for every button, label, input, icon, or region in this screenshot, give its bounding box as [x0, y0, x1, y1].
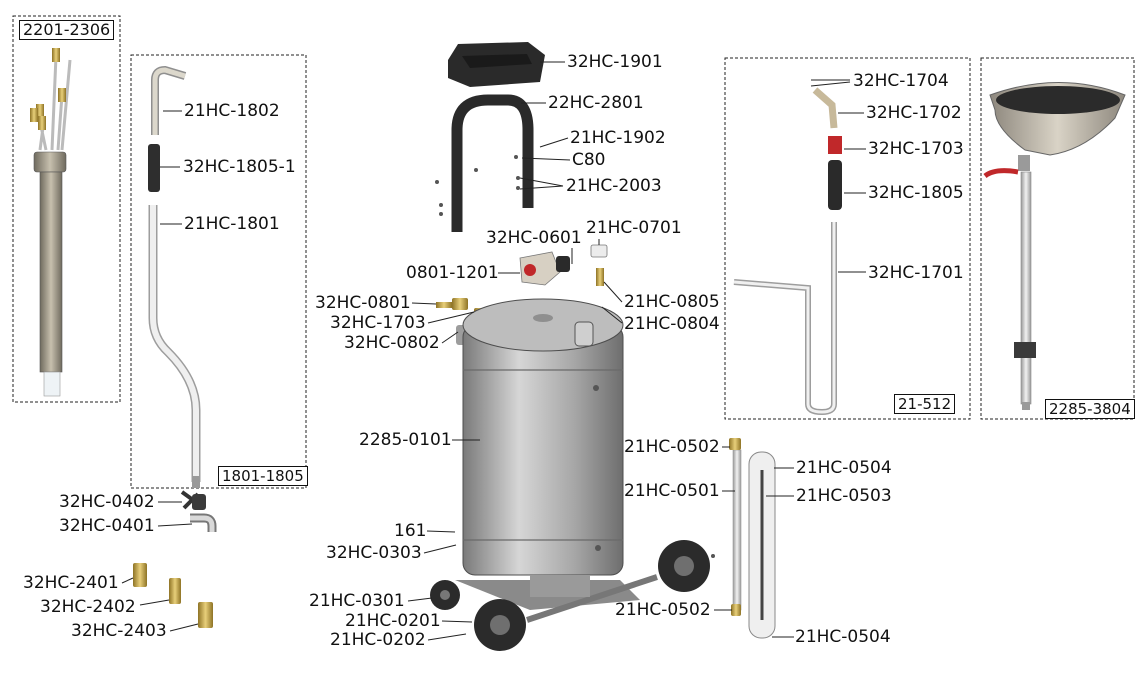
part-label-32hc-0402: 32HC-0402: [59, 492, 155, 512]
part-label-0801-1201: 0801-1201: [406, 263, 499, 283]
part-label-21hc-1902: 21HC-1902: [570, 128, 666, 148]
part-label-32hc-2403: 32HC-2403: [71, 621, 167, 641]
cart-drawing: [430, 540, 715, 651]
group-box-21-512: [724, 57, 971, 420]
part-label-161: 161: [394, 521, 427, 541]
part-label-2285-0101: 2285-0101: [359, 430, 452, 450]
part-label-21hc-0501: 21HC-0501: [624, 481, 720, 501]
part-label-21hc-0502-bottom: 21HC-0502: [615, 600, 711, 620]
part-label-32hc-0601: 32HC-0601: [486, 228, 582, 248]
part-label-21hc-0504-bottom: 21HC-0504: [795, 627, 891, 647]
part-label-c80: C80: [572, 150, 606, 170]
probe-assembly-drawing: [30, 48, 72, 397]
part-label-32hc-2401: 32HC-2401: [23, 573, 119, 593]
group-box-2201-2306: [12, 15, 121, 403]
group-box-2285-3804: [980, 57, 1135, 420]
tank-drawing: [462, 298, 624, 576]
part-label-32hc-1703-tank: 32HC-1703: [330, 313, 426, 333]
part-label-21hc-0503: 21HC-0503: [796, 486, 892, 506]
sight-glass-drawing: [729, 438, 776, 639]
group-label-2201-2306: 2201-2306: [19, 20, 115, 40]
part-label-32hc-0401: 32HC-0401: [59, 516, 155, 536]
group-label-21-512: 21-512: [894, 394, 956, 414]
part-label-32hc-1702: 32HC-1702: [866, 103, 962, 123]
leader-lines: [121, 61, 866, 641]
part-label-32hc-1805: 32HC-1805: [868, 183, 964, 203]
part-label-21hc-1801: 21HC-1801: [184, 214, 280, 234]
group-label-1801-1805: 1801-1805: [218, 466, 308, 486]
part-label-21hc-0805: 21HC-0805: [624, 292, 720, 312]
part-label-32hc-1701: 32HC-1701: [868, 263, 964, 283]
part-label-32hc-1703: 32HC-1703: [868, 139, 964, 159]
part-label-22hc-2801: 22HC-2801: [548, 93, 644, 113]
part-label-32hc-0802: 32HC-0802: [344, 333, 440, 353]
part-label-32hc-1901: 32HC-1901: [567, 52, 663, 72]
part-label-21hc-0202: 21HC-0202: [330, 630, 426, 650]
part-label-21hc-0504-top: 21HC-0504: [796, 458, 892, 478]
part-label-32hc-1805-1: 32HC-1805-1: [183, 157, 296, 177]
part-label-21hc-0804: 21HC-0804: [624, 314, 720, 334]
group-box-1801-1805: [130, 54, 307, 489]
part-label-21hc-0301: 21HC-0301: [309, 591, 405, 611]
tube-21-512-drawing: [733, 87, 842, 416]
part-label-21hc-2003: 21HC-2003: [566, 176, 662, 196]
funnel-drawing: [983, 82, 1126, 410]
part-label-21hc-0701: 21HC-0701: [586, 218, 682, 238]
couplers-2401-2403-drawing: [133, 563, 213, 628]
part-label-32hc-0303: 32HC-0303: [326, 543, 422, 563]
handle-assembly-drawing: [435, 42, 545, 232]
part-label-32hc-2402: 32HC-2402: [40, 597, 136, 617]
part-label-32hc-0801: 32HC-0801: [315, 293, 411, 313]
part-label-32hc-1704: 32HC-1704: [853, 71, 949, 91]
tube-1801-drawing: [148, 65, 201, 488]
group-label-2285-3804: 2285-3804: [1045, 399, 1135, 419]
fittings-0402-0401-drawing: [180, 490, 217, 532]
part-label-21hc-0201: 21HC-0201: [345, 611, 441, 631]
part-label-21hc-1802: 21HC-1802: [184, 101, 280, 121]
part-label-21hc-0502-top: 21HC-0502: [624, 437, 720, 457]
